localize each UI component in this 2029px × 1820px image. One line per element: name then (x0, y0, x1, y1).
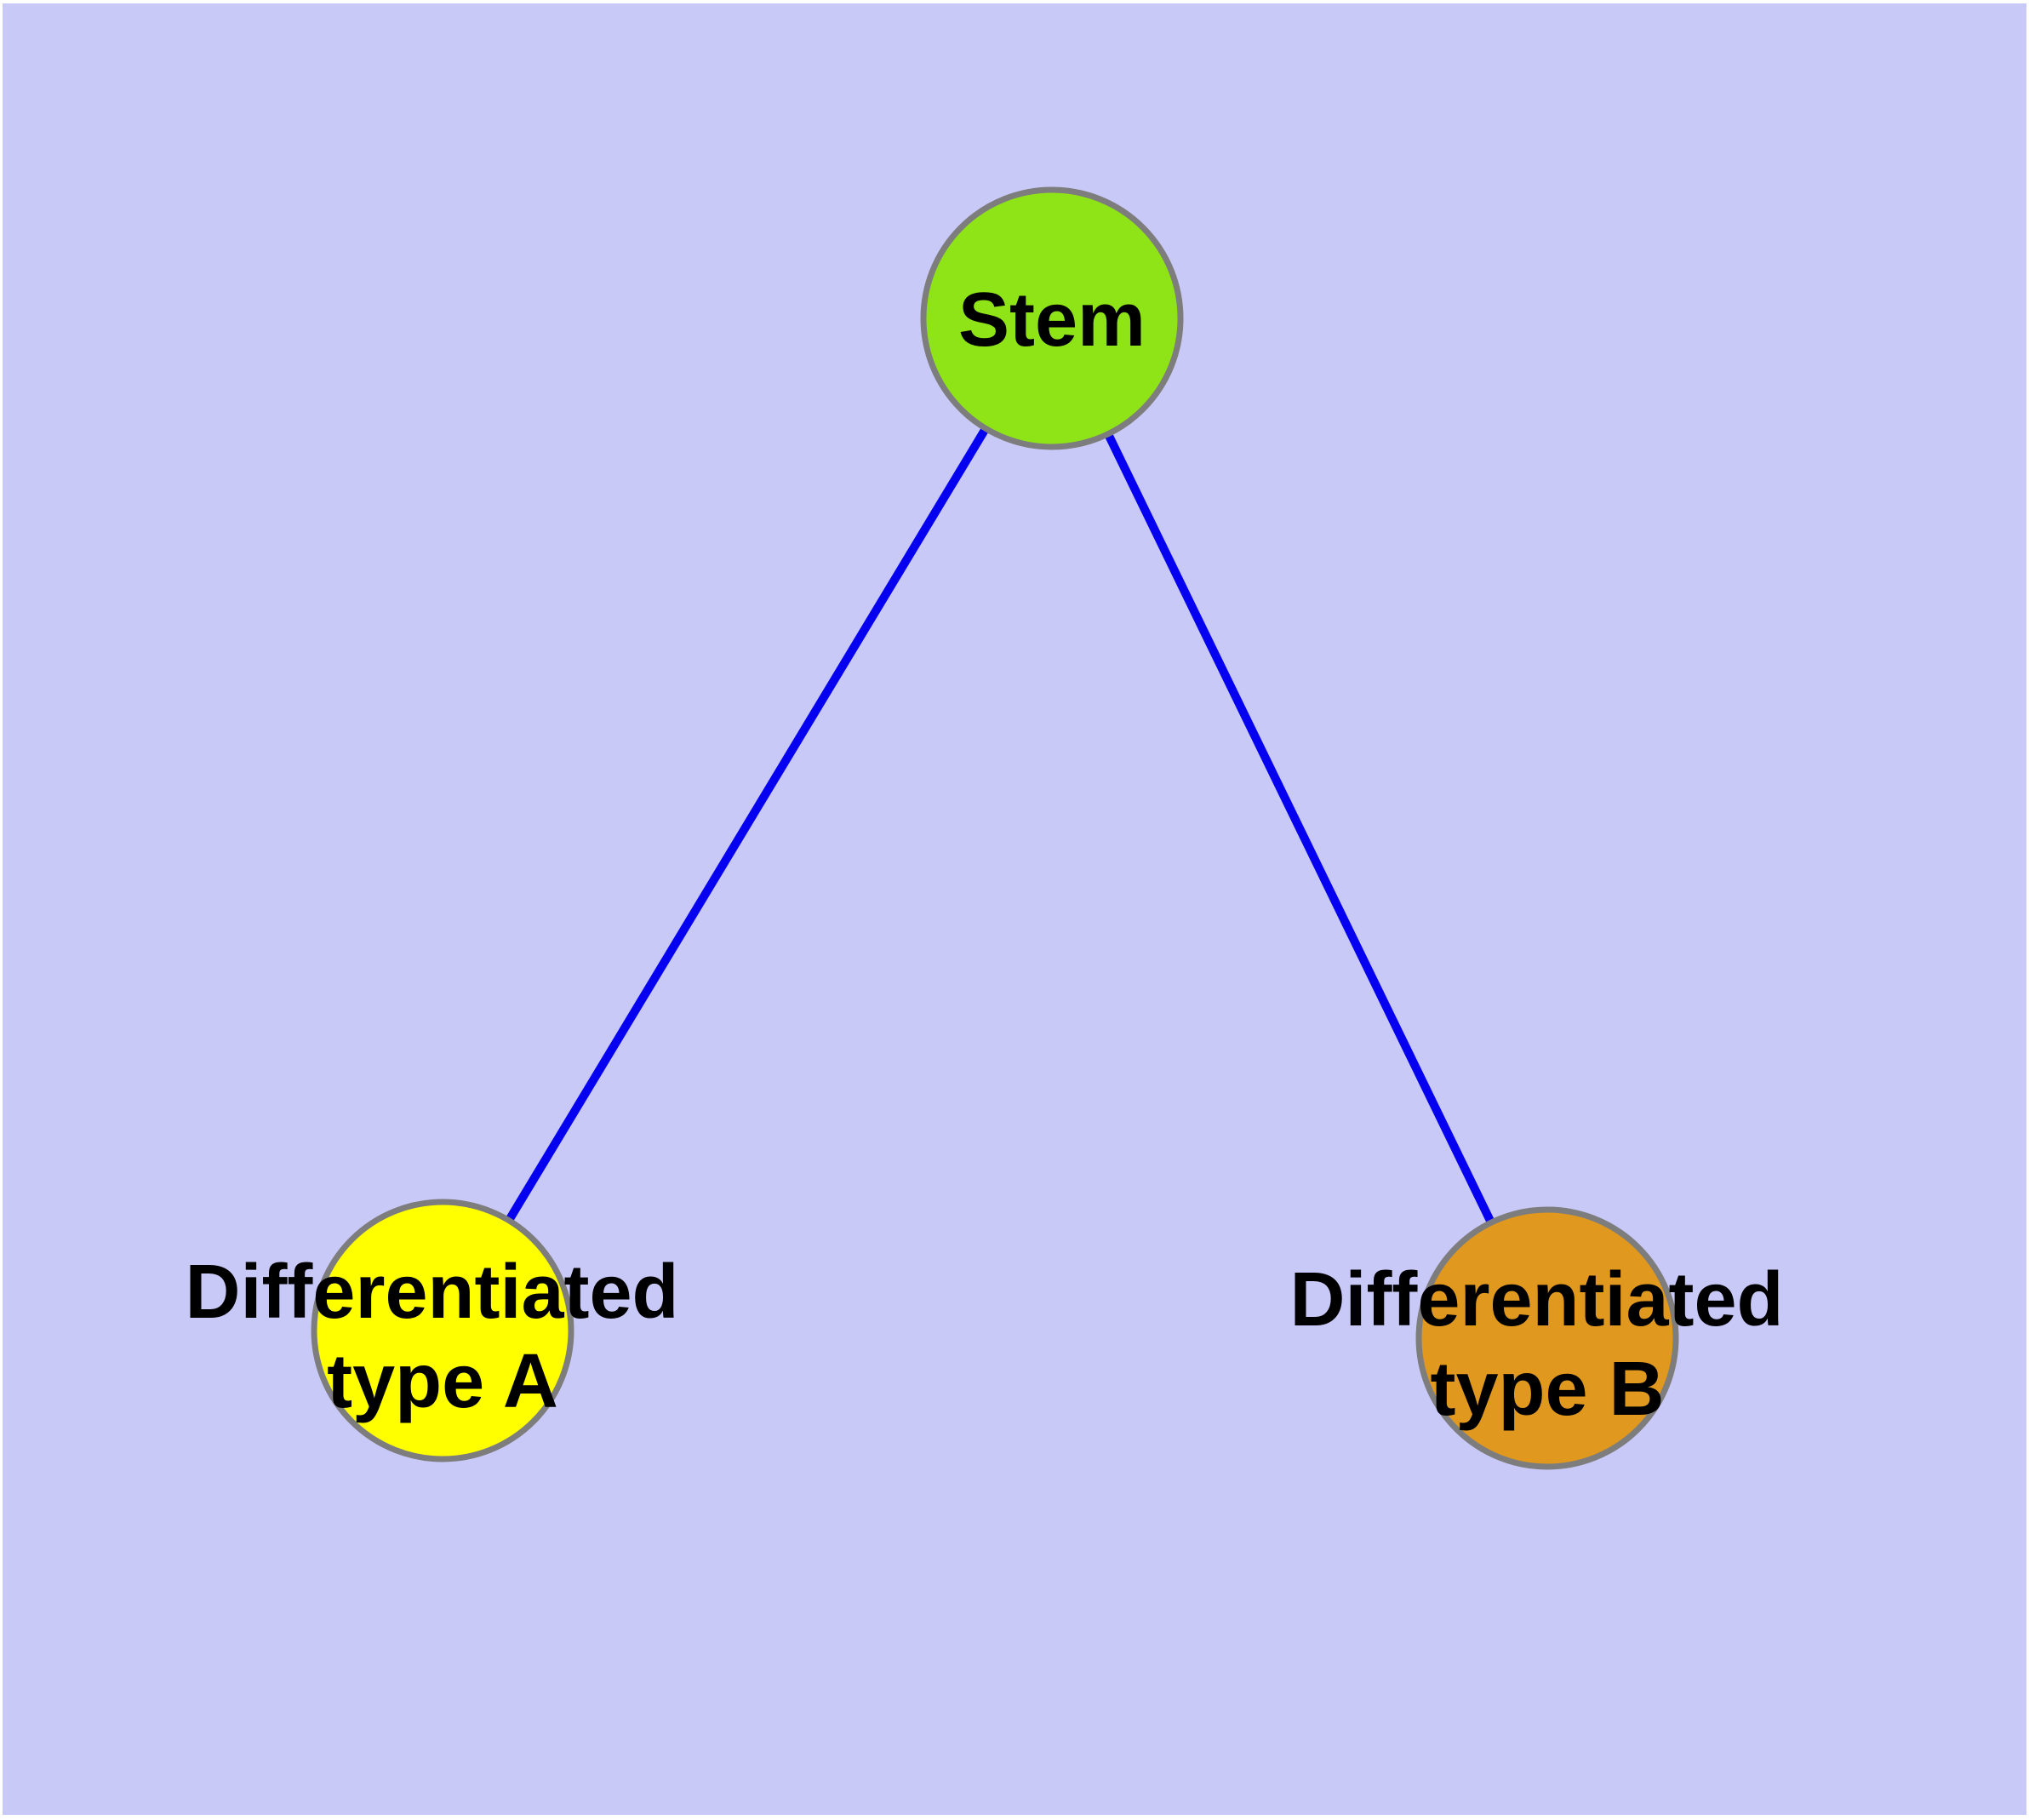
edge-stem-to-differentiated-type-a (438, 316, 1056, 1333)
node-differentiated-type-a-label: Differentiated type A (185, 1250, 700, 1424)
node-stem-circle (920, 186, 1184, 450)
node-differentiated-type-a-circle (311, 1199, 574, 1462)
node-differentiated-type-b-circle (1415, 1206, 1679, 1470)
node-differentiated-type-a-label-line1: Differentiated (185, 1250, 678, 1335)
node-differentiated-type-b-label-line1: Differentiated (1289, 1257, 1783, 1342)
edge-stem-to-differentiated-type-b (1048, 316, 1552, 1341)
node-differentiated-type-b-label-line2: type B (1430, 1347, 1664, 1432)
node-stem-label: Stem (958, 278, 1146, 363)
node-differentiated-type-a-label-line2: type A (327, 1339, 558, 1424)
node-differentiated-type-b-label: Differentiated type B (1289, 1257, 1804, 1432)
